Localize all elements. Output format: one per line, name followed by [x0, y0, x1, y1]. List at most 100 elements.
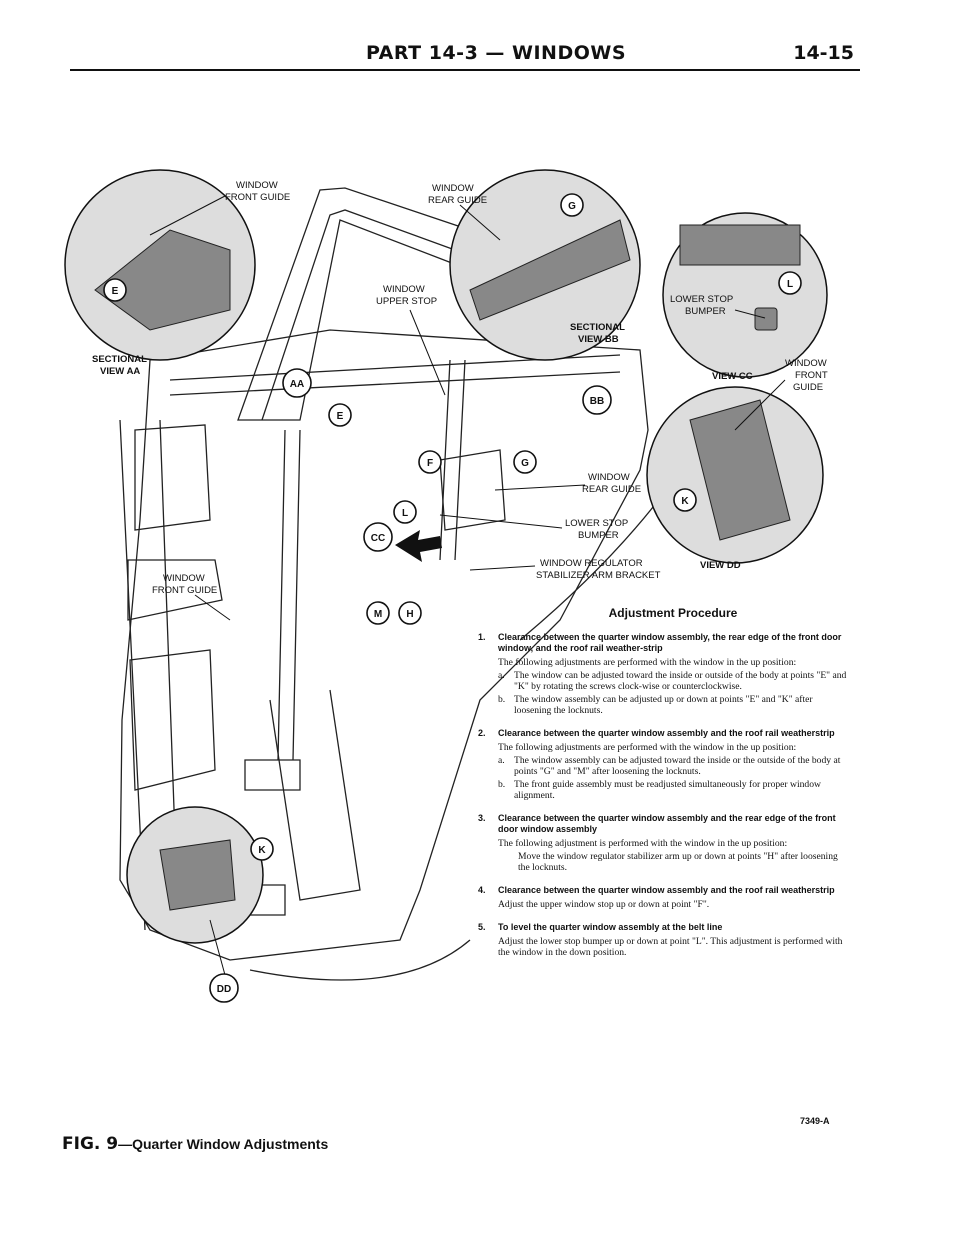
- leader-lower-stop-cc: [734, 309, 766, 319]
- svg-text:L: L: [402, 508, 408, 519]
- label-window-regulator-1: WINDOW REGULATOR: [540, 558, 643, 569]
- step-number: 2.: [478, 728, 486, 738]
- label-lower-stop-bumper-cc-2: BUMPER: [685, 306, 726, 317]
- step-heading: Clearance between the quarter window ass…: [498, 885, 835, 895]
- svg-text:K: K: [681, 496, 689, 507]
- step-detail: Adjust the lower stop bumper up or down …: [498, 936, 843, 958]
- label-window-rear-guide-mid-1: WINDOW: [588, 472, 630, 483]
- detail-dd-bracket: [689, 399, 791, 541]
- svg-text:CC: CC: [371, 533, 385, 544]
- step-detail: Adjust the upper window stop up or down …: [498, 899, 710, 910]
- inner-panel-cutout-3: [134, 424, 211, 531]
- item-letter: b.: [498, 779, 506, 790]
- svg-text:E: E: [337, 411, 344, 422]
- callout-bb: BB: [582, 385, 612, 415]
- svg-text:M: M: [374, 609, 382, 620]
- step-intro: The following adjustments are performed …: [498, 742, 797, 753]
- lower-bracket: [244, 759, 301, 791]
- callout-k1: K: [673, 488, 697, 512]
- item-text: The front guide assembly must be readjus…: [514, 779, 821, 801]
- label-view-cc: VIEW CC: [712, 371, 753, 382]
- leader-front-guide-left: [194, 594, 231, 621]
- leader-upper-stop: [409, 309, 446, 396]
- callout-m: M: [366, 601, 390, 625]
- procedure-title: Adjustment Procedure: [608, 606, 738, 620]
- adjustment-procedure: Adjustment Procedure 1. Clearance between…: [478, 606, 850, 970]
- detail-bb-bracket: [469, 219, 631, 321]
- inner-panel-cutout-1: [127, 559, 223, 621]
- svg-text:L: L: [787, 279, 793, 290]
- procedure-step-3: 3.Clearance between the quarter window a…: [478, 813, 850, 873]
- leader-front-guide-top: [149, 195, 226, 236]
- step-heading: To level the quarter window assembly at …: [498, 922, 723, 932]
- label-sectional-view-aa-2: VIEW AA: [100, 366, 140, 377]
- label-sectional-view-bb-1: SECTIONAL: [570, 322, 625, 333]
- label-lower-stop-bumper-cc-1: LOWER STOP: [670, 294, 733, 305]
- label-window-rear-guide-top-1: WINDOW: [432, 183, 474, 194]
- item-text: The window assembly can be adjusted up o…: [514, 694, 813, 716]
- item-letter: a.: [498, 755, 505, 766]
- page-title: PART 14-3 — WINDOWS: [366, 42, 627, 64]
- callout-g2: G: [513, 450, 537, 474]
- label-window-front-guide-left-2: FRONT GUIDE: [152, 585, 217, 596]
- svg-text:F: F: [427, 458, 433, 469]
- item-letter: a.: [498, 670, 505, 681]
- header-rule: [70, 69, 860, 71]
- rear-guide-channel: [439, 359, 466, 561]
- label-window-upper-stop-1: WINDOW: [383, 284, 425, 295]
- procedure-step-5: 5.To level the quarter window assembly a…: [478, 922, 850, 958]
- column-pillar: [269, 689, 361, 901]
- svg-text:BB: BB: [590, 396, 604, 407]
- inner-panel-cutout-2: [129, 649, 216, 791]
- svg-text:K: K: [258, 845, 266, 856]
- leader-front-guide-dd: [734, 379, 786, 431]
- vertical-guide-channel: [277, 429, 301, 761]
- leader-regulator: [469, 565, 536, 571]
- label-sectional-view-aa-1: SECTIONAL: [92, 354, 147, 365]
- label-lower-stop-bumper-mid-1: LOWER STOP: [565, 518, 628, 529]
- step-heading: Clearance between the quarter window ass…: [498, 632, 842, 653]
- procedure-step-1: 1. Clearance between the quarter window a…: [478, 632, 850, 716]
- svg-text:DD: DD: [217, 984, 231, 995]
- callout-l1: L: [778, 271, 802, 295]
- stop-bumper-shape: [754, 307, 778, 331]
- label-window-front-guide-left-1: WINDOW: [163, 573, 205, 584]
- callout-e1: E: [103, 278, 127, 302]
- figure-caption: FIG. 9—Quarter Window Adjustments: [62, 1134, 328, 1154]
- label-view-dd: VIEW DD: [700, 560, 741, 571]
- svg-text:H: H: [406, 609, 413, 620]
- callout-g1: G: [560, 193, 584, 217]
- step-heading: Clearance between the quarter window ass…: [498, 728, 835, 738]
- leader-view-dd-small: [209, 919, 226, 976]
- detail-cc-bracket: [679, 224, 801, 266]
- item-letter: b.: [498, 694, 506, 705]
- label-window-front-guide-dd-1: WINDOW: [785, 358, 827, 369]
- regulator-bracket: [439, 449, 506, 531]
- callout-aa: AA: [282, 368, 312, 398]
- callout-e2: E: [328, 403, 352, 427]
- procedure-step-4: 4.Clearance between the quarter window a…: [478, 885, 850, 910]
- label-window-upper-stop-2: UPPER STOP: [376, 296, 437, 307]
- detail-dd-small-bracket: [159, 839, 236, 911]
- step-detail: Move the window regulator stabilizer arm…: [518, 851, 838, 873]
- svg-text:AA: AA: [290, 379, 304, 390]
- item-text: The window can be adjusted toward the in…: [514, 670, 847, 692]
- label-sectional-view-bb-2: VIEW BB: [578, 334, 619, 345]
- arrow-cc-icon: [395, 530, 442, 562]
- item-text: The window assembly can be adjusted towa…: [514, 755, 841, 777]
- procedure-step-2: 2. Clearance between the quarter window a…: [478, 728, 850, 801]
- step-number: 1.: [478, 632, 486, 642]
- leader-rear-guide-top: [459, 204, 501, 241]
- callout-h: H: [398, 601, 422, 625]
- svg-text:G: G: [521, 458, 529, 469]
- figure-label: FIG. 9: [62, 1134, 119, 1154]
- callout-dd: DD: [209, 973, 239, 1003]
- belt-line: [169, 354, 621, 396]
- callout-k2: K: [250, 837, 274, 861]
- label-window-regulator-2: STABILIZER ARM BRACKET: [536, 570, 661, 581]
- page-number: 14-15: [793, 42, 854, 64]
- step-intro: The following adjustments are performed …: [498, 657, 797, 668]
- step-heading: Clearance between the quarter window ass…: [498, 813, 836, 834]
- window-frame-inner: [261, 209, 456, 421]
- step-intro: The following adjustment is performed wi…: [498, 838, 788, 849]
